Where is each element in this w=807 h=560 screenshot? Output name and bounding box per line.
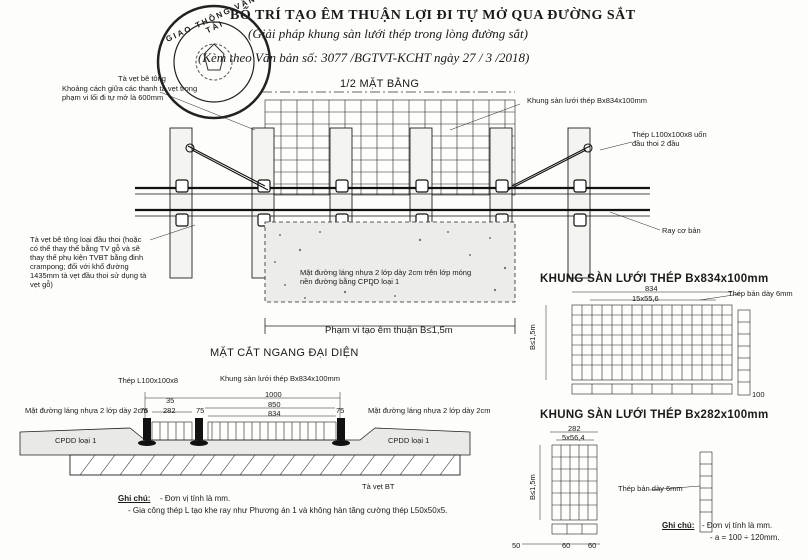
section-dim-834: 834 <box>268 409 281 418</box>
frame834-dim-top: 834 <box>645 284 658 293</box>
frame282-bottom-plate <box>551 523 598 535</box>
section-rails <box>138 418 350 446</box>
frame282-plate-label: Thép bản dày 6mm <box>618 484 683 493</box>
frame282-header: KHUNG SÀN LƯỚI THÉP Bx282x100mm <box>540 409 769 421</box>
section-dim-850: 850 <box>268 400 281 409</box>
frame282-dim-50: 50 <box>512 541 521 550</box>
notes-line2: - Gia công thép L tạo khe ray như Phương… <box>128 506 448 515</box>
plan-angle-steel <box>185 143 593 191</box>
frame282-note2: - a = 100 ÷ 120mm. <box>710 533 780 542</box>
frame282-side-dim: B≤1,5m <box>528 474 537 500</box>
section-cpdd-right: CPDD loại 1 <box>388 436 430 445</box>
plan-asphalt-area <box>264 221 516 303</box>
plan-rails <box>135 186 650 217</box>
section-frame-label: Khung sàn lưới thép Bx834x100mm <box>220 374 341 383</box>
frame834-grid <box>571 304 733 381</box>
plan-tie-label: Tà vẹt bê tông <box>118 74 166 83</box>
frame282-dim-sub: 5x56,4 <box>562 433 585 442</box>
frame834-header: KHUNG SÀN LƯỚI THÉP Bx834x100mm <box>540 273 769 285</box>
frame834-dim-100: 100 <box>752 390 765 399</box>
plan-frame-label: Khung sàn lưới thép Bx834x100mm <box>527 96 648 105</box>
drawing-subtitle: (Giải pháp khung sàn lưới thép trong lòn… <box>248 26 528 41</box>
frame282-note1: - Đơn vị tính là mm. <box>702 521 773 530</box>
frame282-grid <box>551 444 598 521</box>
plan-angle-label: Thép L100x100x8 uốn đầu thoi 2 đầu <box>632 130 707 148</box>
section-tie-label: Tà vẹt BT <box>362 482 395 491</box>
plan-header: 1/2 MẶT BẰNG <box>340 78 420 90</box>
section-asphalt-right: Mặt đường láng nhựa 2 lớp dày 2cm <box>368 406 491 415</box>
section-grid <box>151 421 337 441</box>
section-header: MẶT CẮT NGANG ĐẠI DIỆN <box>210 347 359 359</box>
section-dim-35: 35 <box>166 396 175 405</box>
section-dim-75c: 75 <box>336 406 345 415</box>
section-dim-1000: 1000 <box>265 390 282 399</box>
notes-heading: Ghi chú: <box>118 494 151 503</box>
frame834-bottom-plate <box>571 383 733 395</box>
section-cpdd-left: CPDD loại 1 <box>55 436 97 445</box>
frame282-note-heading: Ghi chú: <box>662 521 695 530</box>
frame282-dim-top: 282 <box>568 424 581 433</box>
drawing-title: BỐ TRÍ TẠO ÊM THUẬN LỢI ĐI TỰ MỞ QUA ĐƯỜ… <box>230 8 636 23</box>
plan-range-label: Phạm vi tạo êm thuận B≤1,5m <box>325 325 453 336</box>
section-asphalt-left: Mặt đường láng nhựa 2 lớp dày 2cm <box>25 406 148 415</box>
plan-tie-note: Tà vẹt bê tông loại đầu thoi (hoặc có th… <box>30 235 147 289</box>
plan-rail-label: Ray cơ bản <box>662 226 701 235</box>
frame834-side-plate <box>737 309 751 396</box>
plan-gap-note: Khoảng cách giữa các thanh tà vẹt trong … <box>62 84 198 102</box>
frame282-dim-60b: 60 <box>588 541 597 550</box>
section-dim-75a: 75 <box>140 406 149 415</box>
frame282-dim-60a: 60 <box>562 541 571 550</box>
notes-line1: - Đơn vị tính là mm. <box>160 494 231 503</box>
frame834-dim-sub: 15x55,6 <box>632 294 659 303</box>
section-dim-282: 282 <box>163 406 176 415</box>
section-base <box>19 427 471 476</box>
document-reference: (Kèm theo Văn bản số: 3077 /BGTVT-KCHT n… <box>198 50 530 65</box>
official-seal <box>156 4 272 120</box>
section-angle-label: Thép L100x100x8 <box>118 376 179 385</box>
section-dim-75b: 75 <box>196 406 205 415</box>
frame282-side-plate <box>699 451 713 533</box>
frame834-plate-label: Thép bản dày 6mm <box>728 289 793 298</box>
plan-asphalt-note: Mặt đường láng nhựa 2 lớp dày 2cm trên l… <box>300 268 472 286</box>
